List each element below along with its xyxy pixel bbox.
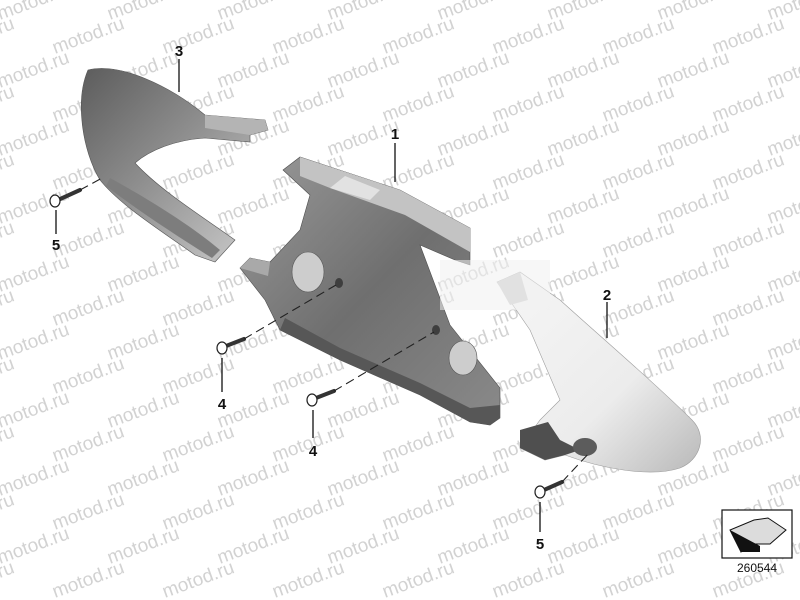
watermark-text: motod.ru bbox=[600, 557, 678, 600]
watermark-text: motod.ru bbox=[0, 217, 17, 262]
watermark-text: motod.ru bbox=[0, 81, 17, 126]
callout-2: 2 bbox=[603, 287, 611, 304]
screw-5-bottom bbox=[534, 480, 564, 499]
watermark-text: motod.ru bbox=[160, 557, 238, 600]
callout-5-top: 5 bbox=[52, 237, 60, 254]
screw-4-right bbox=[306, 389, 336, 407]
watermark-text: motod.ru bbox=[0, 13, 17, 58]
watermark-text: motod.ru bbox=[50, 557, 128, 600]
watermark-text: motod.ru bbox=[0, 489, 17, 534]
watermark-text: motod.ru bbox=[380, 557, 458, 600]
part-3-cover bbox=[81, 68, 269, 263]
direction-arrow-icon bbox=[721, 509, 793, 559]
watermark-text: motod.ru bbox=[0, 285, 17, 330]
callout-5-bottom: 5 bbox=[536, 536, 544, 553]
callouts: 1 2 3 4 4 5 5 bbox=[52, 43, 611, 553]
screw-5-top bbox=[49, 188, 82, 208]
watermark-text: motod.ru bbox=[270, 557, 348, 600]
watermark-text: motod.ru bbox=[490, 557, 568, 600]
callout-1: 1 bbox=[391, 126, 399, 143]
callout-4-left: 4 bbox=[218, 396, 227, 413]
screw-4-left bbox=[216, 337, 246, 355]
part-2-cover bbox=[496, 271, 701, 473]
watermark-text: motod.ru bbox=[0, 421, 17, 466]
part-1-bracket bbox=[239, 156, 501, 426]
watermark-text: motod.ru bbox=[0, 149, 17, 194]
watermark-text: motod.ru bbox=[0, 353, 17, 398]
assembly-lines bbox=[79, 176, 591, 483]
ghost-overlay bbox=[440, 260, 550, 310]
callout-3: 3 bbox=[175, 43, 183, 60]
reference-number: 260544 bbox=[737, 561, 777, 575]
leader-lines bbox=[55, 59, 608, 532]
callout-4-right: 4 bbox=[309, 443, 318, 460]
